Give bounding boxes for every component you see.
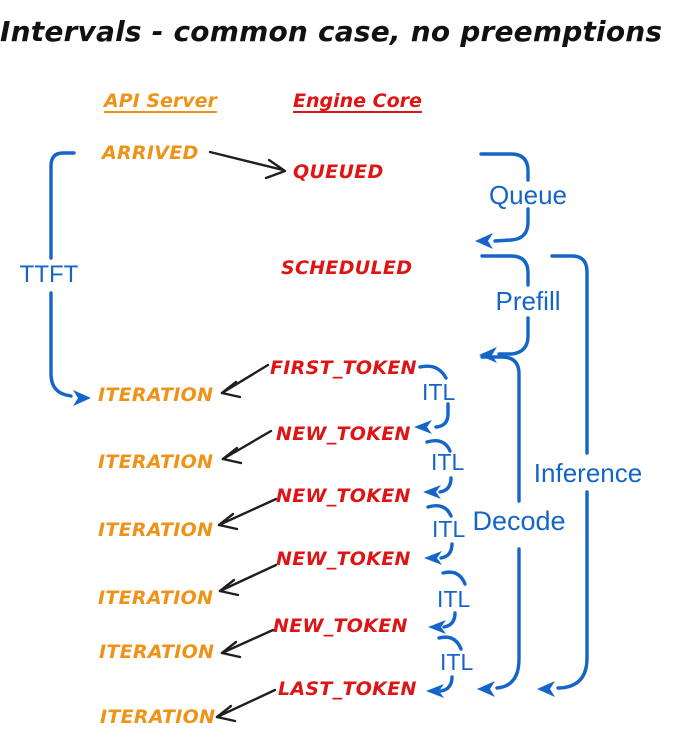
event-iteration-3: ITERATION bbox=[98, 519, 214, 541]
itl-arrowhead-icon bbox=[423, 485, 441, 499]
event-iteration-5: ITERATION bbox=[99, 641, 215, 663]
event-first-token: FIRST_TOKEN bbox=[270, 357, 417, 379]
itl-arrowhead-icon bbox=[428, 620, 446, 634]
arrow-last-token-to-iteration bbox=[215, 688, 277, 723]
interval-label-ttft: TTFT bbox=[19, 261, 79, 288]
event-iteration-2: ITERATION bbox=[98, 451, 214, 473]
event-last-token: LAST_TOKEN bbox=[278, 678, 417, 700]
inference-arrowhead-icon bbox=[537, 681, 555, 697]
ttft-arrowhead-icon bbox=[73, 390, 91, 406]
decode-arrowhead-icon bbox=[477, 681, 495, 697]
itl-arrowhead-icon bbox=[426, 684, 444, 698]
page-title: Intervals - common case, no preemptions bbox=[0, 15, 663, 48]
interval-label-decode: Decode bbox=[472, 506, 566, 536]
itl-arrowhead-icon bbox=[414, 420, 432, 434]
interval-label-itl-1: ITL bbox=[422, 379, 456, 405]
arrow-new-token-4-to-iteration bbox=[220, 628, 275, 659]
event-iteration-1: ITERATION bbox=[98, 384, 214, 406]
prefill-bracket bbox=[479, 254, 530, 363]
event-new-token-4: NEW_TOKEN bbox=[273, 615, 408, 637]
event-new-token-3: NEW_TOKEN bbox=[276, 548, 411, 570]
prefill-arrowhead-icon bbox=[479, 347, 497, 363]
interval-label-itl-3: ITL bbox=[432, 516, 466, 542]
decode-bracket bbox=[477, 355, 521, 697]
interval-label-prefill: Prefill bbox=[495, 286, 561, 316]
queue-bracket bbox=[475, 152, 530, 249]
column-header-api-server: API Server bbox=[104, 90, 217, 112]
interval-label-inference: Inference bbox=[533, 458, 643, 488]
arrow-new-token-2-to-iteration bbox=[217, 497, 278, 531]
interval-label-itl-4: ITL bbox=[437, 586, 471, 612]
itl-brace-4 bbox=[428, 570, 467, 634]
event-queued: QUEUED bbox=[293, 161, 384, 183]
event-arrived: ARRIVED bbox=[102, 142, 199, 164]
ttft-bracket bbox=[49, 151, 91, 406]
arrow-first-token-to-iteration bbox=[220, 363, 270, 399]
queue-arrowhead-icon bbox=[475, 233, 493, 249]
arrow-new-token-3-to-iteration bbox=[218, 563, 278, 597]
itl-brace-5 bbox=[426, 635, 463, 698]
event-iteration-6: ITERATION bbox=[100, 706, 216, 728]
itl-brace-3 bbox=[424, 503, 454, 565]
column-header-engine-core: Engine Core bbox=[293, 90, 422, 112]
event-scheduled: SCHEDULED bbox=[281, 257, 413, 279]
arrow-new-token-1-to-iteration bbox=[221, 429, 273, 465]
event-new-token-2: NEW_TOKEN bbox=[276, 485, 411, 507]
itl-brace-1 bbox=[414, 364, 450, 434]
interval-label-queue: Queue bbox=[488, 180, 568, 210]
itl-brace-2 bbox=[423, 438, 453, 499]
event-new-token-1: NEW_TOKEN bbox=[276, 423, 411, 445]
arrow-arrived-to-queued bbox=[208, 150, 287, 180]
interval-label-itl-2: ITL bbox=[431, 449, 465, 475]
event-iteration-4: ITERATION bbox=[98, 587, 214, 609]
interval-label-itl-5: ITL bbox=[440, 649, 474, 675]
inference-bracket bbox=[537, 254, 589, 697]
itl-arrowhead-icon bbox=[424, 551, 442, 565]
